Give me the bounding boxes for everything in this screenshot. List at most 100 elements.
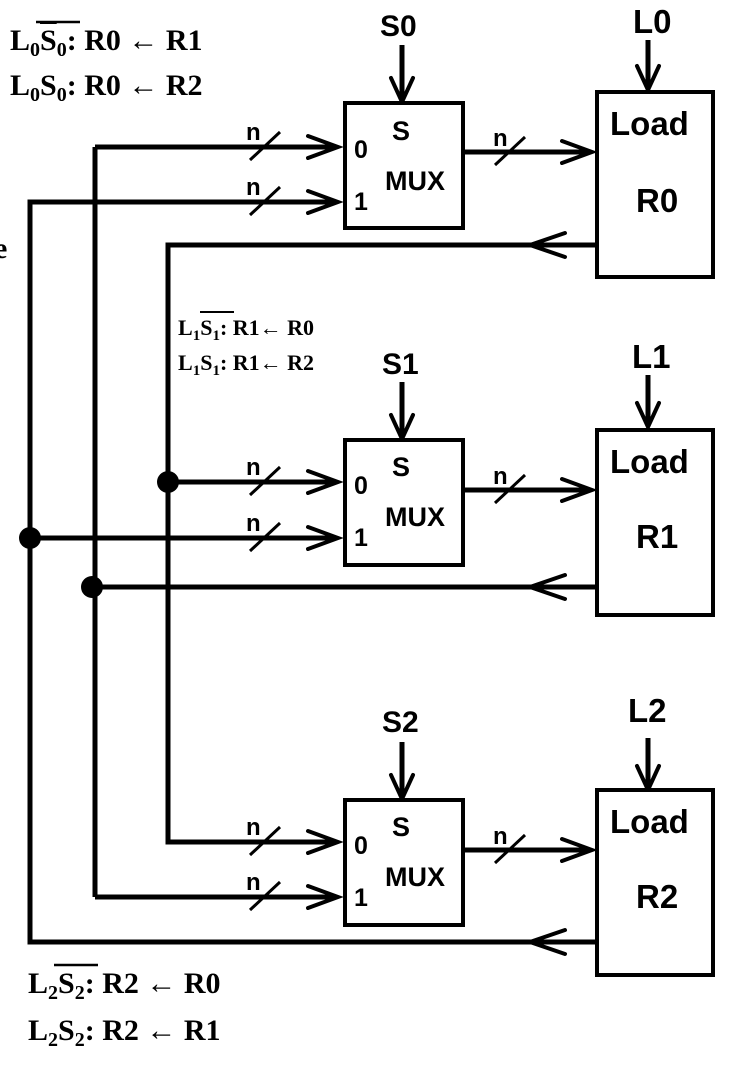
arrowhead-mux2-in1 xyxy=(306,884,344,910)
mux-input0-label: 0 xyxy=(354,472,368,500)
arrowhead-mux1-in0 xyxy=(306,469,344,495)
eq-subscript: 2 xyxy=(75,982,85,1004)
bus-slash xyxy=(248,185,282,217)
select-signal-s1: S1 xyxy=(382,348,419,381)
load-signal-l0: L0 xyxy=(633,3,672,40)
svg-text:L0S0: R0 ← R1: L0S0: R0 ← R1 xyxy=(10,24,203,61)
equation-r0-line1: L0S0: R0 ← R1 xyxy=(10,20,203,61)
equation-r2-line1: L2S2: R2 ← R0 xyxy=(28,963,221,1004)
arrowhead-r2-in xyxy=(560,837,598,863)
svg-text:L0S0: R0 ← R2: L0S0: R0 ← R2 xyxy=(10,69,203,106)
eq-transfer: : R1← R0 xyxy=(220,315,314,340)
eq-load-symbol: L xyxy=(178,350,193,375)
bus-slash xyxy=(248,130,282,162)
register-load-label: Load xyxy=(610,803,689,840)
bus-width-label: n xyxy=(493,125,508,152)
eq-load-symbol: L xyxy=(28,967,48,1000)
mux-label: MUX xyxy=(385,502,445,532)
eq-subscript: 0 xyxy=(57,39,67,61)
eq-select-symbol: S xyxy=(200,315,212,340)
mux-1: S MUX 0 1 S1 xyxy=(343,348,465,567)
eq-load-symbol: L xyxy=(10,24,30,57)
eq-subscript: 2 xyxy=(48,1029,58,1051)
bus-slash xyxy=(493,135,527,167)
bus-width-label: n xyxy=(246,454,261,481)
register-load-label: Load xyxy=(610,105,689,142)
mux-select-port-label: S xyxy=(392,452,410,482)
eq-load-symbol: L xyxy=(178,315,193,340)
register-box xyxy=(595,90,715,279)
r0-output-bus xyxy=(165,242,595,845)
eq-load-symbol: L xyxy=(28,1014,48,1047)
load-signal-l1: L1 xyxy=(632,338,671,375)
mux-box xyxy=(343,438,465,567)
bus-width-markers: n n n n n n n n n xyxy=(246,119,527,912)
mux-0: S MUX 0 1 S0 xyxy=(343,10,465,230)
register-r1: Load R1 L1 xyxy=(595,338,715,617)
junction-dots xyxy=(19,471,179,598)
register-box xyxy=(595,788,715,977)
mux-label: MUX xyxy=(385,166,445,196)
eq-subscript: 1 xyxy=(193,363,201,379)
equation-r1-line1: L1S1: R1← R0 xyxy=(178,311,314,344)
eq-transfer: : R0 ← R2 xyxy=(67,69,203,102)
bus-slash xyxy=(493,833,527,865)
register-r0: Load R0 L0 xyxy=(595,3,715,279)
svg-text:L2S2: R2 ← R0: L2S2: R2 ← R0 xyxy=(28,967,221,1004)
equation-r0-line2: L0S0: R0 ← R2 xyxy=(10,69,203,106)
mux-label: MUX xyxy=(385,862,445,892)
eq-subscript: 0 xyxy=(30,84,40,106)
eq-subscript: 1 xyxy=(212,328,220,344)
mux-2: S MUX 0 1 S2 xyxy=(343,706,465,927)
bus-wires xyxy=(27,40,651,945)
register-r2: Load R2 L2 xyxy=(595,692,715,977)
arrowhead-mux0-in1 xyxy=(306,189,344,215)
eq-subscript: 1 xyxy=(212,363,220,379)
mux-input1-label: 1 xyxy=(354,524,368,552)
register-name: R2 xyxy=(636,878,678,915)
select-signal-s0: S0 xyxy=(380,10,417,43)
arrowhead-r1-in xyxy=(560,477,598,503)
eq-transfer: : R1← R2 xyxy=(220,350,314,375)
eq-load-symbol: L xyxy=(10,69,30,102)
svg-text:L1S1: R1← R2: L1S1: R1← R2 xyxy=(178,350,314,379)
bus-width-label: n xyxy=(493,463,508,490)
register-name: R0 xyxy=(636,182,678,219)
arrowhead-mux2-in0 xyxy=(306,829,344,855)
bus-slash xyxy=(248,521,282,553)
mux-input1-label: 1 xyxy=(354,884,368,912)
mux-input0-label: 0 xyxy=(354,136,368,164)
load-signal-l2: L2 xyxy=(628,692,667,729)
bus-width-label: n xyxy=(246,869,261,896)
cropped-char: e xyxy=(0,232,7,265)
register-load-label: Load xyxy=(610,443,689,480)
mux-box xyxy=(343,101,465,230)
bus-width-label: n xyxy=(246,174,261,201)
eq-select-symbol: S xyxy=(40,24,57,57)
arrowhead-r1-out xyxy=(523,573,567,601)
bus-slash xyxy=(248,880,282,912)
svg-text:L1S1: R1← R0: L1S1: R1← R0 xyxy=(178,315,314,344)
eq-select-symbol: S xyxy=(200,350,212,375)
register-box xyxy=(595,428,715,617)
eq-select-symbol: S xyxy=(40,69,57,102)
junction-dot xyxy=(81,576,103,598)
eq-subscript: 0 xyxy=(57,84,67,106)
eq-subscript: 2 xyxy=(75,1029,85,1051)
eq-subscript: 1 xyxy=(193,328,201,344)
junction-dot xyxy=(157,471,179,493)
bus-width-label: n xyxy=(246,119,261,146)
junction-dot xyxy=(19,527,41,549)
bus-slash xyxy=(248,825,282,857)
arrowhead-mux1-in1 xyxy=(306,525,344,551)
arrowhead-r0-out xyxy=(523,231,567,259)
bus-slash xyxy=(493,473,527,505)
eq-transfer: : R0 ← R1 xyxy=(67,24,203,57)
eq-transfer: : R2 ← R0 xyxy=(85,967,221,1000)
eq-subscript: 2 xyxy=(48,982,58,1004)
bus-width-label: n xyxy=(246,510,261,537)
arrowhead-l1 xyxy=(635,401,661,432)
arrowhead-r0-in xyxy=(560,139,598,165)
bus-slash xyxy=(248,465,282,497)
